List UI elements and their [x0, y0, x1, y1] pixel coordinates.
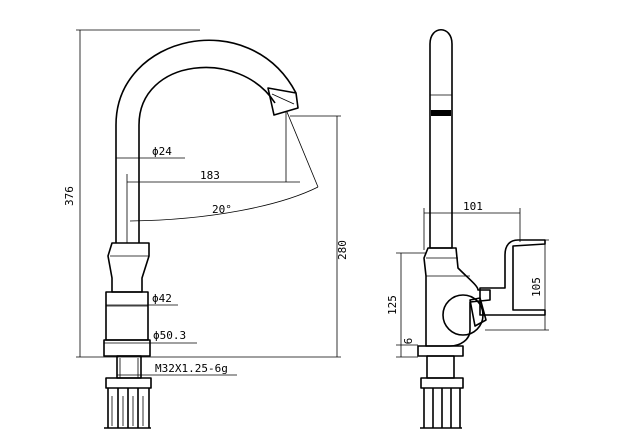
front-view: 376 ϕ24 183 20° 280 ϕ42 ϕ50.3 M32X1.25-6…	[63, 29, 349, 429]
dim-105-text: 105	[530, 277, 543, 297]
dim-183-text: 183	[200, 169, 220, 182]
side-handle-cartridge	[442, 294, 484, 336]
side-spout-outline	[429, 28, 453, 249]
side-handle	[479, 239, 546, 316]
body-collar	[107, 242, 150, 293]
side-handle-lever	[469, 297, 487, 327]
dim-angle-arc	[129, 186, 319, 222]
dim-6-text: 6	[402, 338, 415, 345]
aerator-ring	[271, 93, 295, 105]
aerator-tip	[267, 87, 299, 116]
spout-inner-outline	[138, 66, 276, 243]
side-aerator	[431, 110, 451, 116]
dim-376-text: 376	[63, 186, 76, 206]
dim-280-text: 280	[336, 240, 349, 260]
side-mounting-nut	[420, 377, 464, 389]
dim-101-text: 101	[463, 200, 483, 213]
dim-thread-text: M32X1.25-6g	[155, 362, 228, 375]
side-view: 101 125 6 105	[386, 28, 549, 429]
dim-phi50-text: ϕ50.3	[153, 329, 186, 342]
dim-phi42-text: ϕ42	[152, 292, 172, 305]
side-mounting-legs	[420, 388, 462, 429]
side-base-plate	[417, 345, 464, 357]
mounting-legs	[104, 388, 151, 429]
base-plate	[103, 339, 151, 357]
dim-phi24-text: ϕ24	[152, 145, 172, 158]
mounting-legs-fill	[111, 396, 144, 426]
spout-outer-outline	[115, 39, 297, 243]
mounting-nut	[105, 377, 152, 389]
body-cylinder	[105, 291, 149, 341]
dim-angle-ray	[286, 111, 319, 188]
dim-angle-text: 20°	[212, 203, 232, 216]
side-threaded-shank	[426, 355, 455, 379]
dim-125-text: 125	[386, 295, 399, 315]
